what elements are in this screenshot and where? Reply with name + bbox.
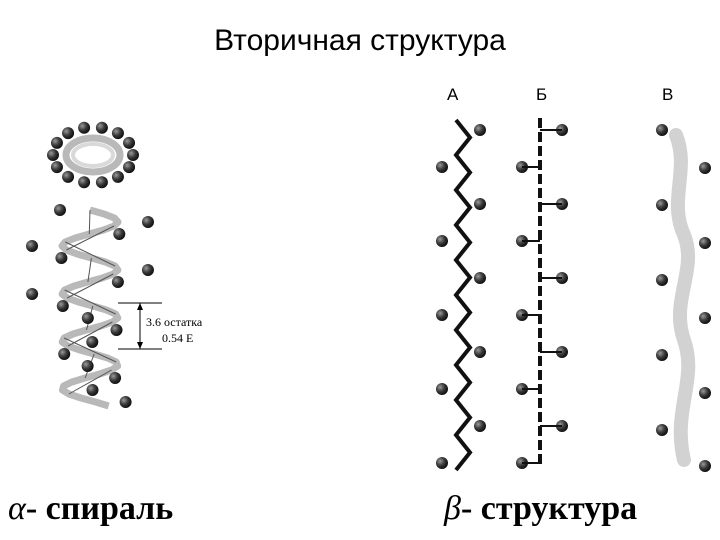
atom: [78, 176, 90, 188]
atom: [436, 235, 448, 247]
atom: [86, 336, 98, 348]
atom: [474, 124, 486, 136]
beta-strand-b: [516, 118, 568, 469]
atom: [123, 161, 135, 173]
strand-a-backbone: [456, 120, 470, 470]
beta-label-text: - структура: [461, 490, 637, 527]
atom: [656, 274, 668, 286]
atom: [112, 171, 124, 183]
column-label-v: В: [662, 85, 673, 105]
atom: [120, 396, 132, 408]
column-label-a: А: [447, 85, 458, 105]
atom: [112, 127, 124, 139]
atom: [699, 162, 711, 174]
atom: [474, 198, 486, 210]
atom: [656, 199, 668, 211]
atom: [113, 228, 125, 240]
atom: [436, 161, 448, 173]
atom: [436, 383, 448, 395]
atom: [699, 387, 711, 399]
atom: [656, 424, 668, 436]
atom: [142, 264, 154, 276]
helix-top-view: [47, 122, 139, 189]
atom: [474, 346, 486, 358]
atom: [47, 149, 59, 161]
beta-strand-v: [656, 124, 711, 472]
atom: [699, 237, 711, 249]
atom: [123, 137, 135, 149]
column-label-b: Б: [536, 85, 547, 105]
atom: [78, 122, 90, 134]
atom: [699, 312, 711, 324]
hydrogen-bond: [89, 210, 90, 234]
atom: [127, 149, 139, 161]
alpha-symbol: α: [8, 490, 26, 527]
atom: [62, 127, 74, 139]
atom: [112, 276, 124, 288]
atom: [86, 384, 98, 396]
atom: [62, 171, 74, 183]
atom: [96, 176, 108, 188]
atom: [26, 288, 38, 300]
atom: [436, 457, 448, 469]
atom: [96, 122, 108, 134]
atom: [142, 216, 154, 228]
atom: [474, 272, 486, 284]
atom: [699, 460, 711, 472]
atom: [57, 300, 69, 312]
atom: [436, 309, 448, 321]
atom: [55, 252, 67, 264]
atom: [54, 204, 66, 216]
measure-pitch: 0.54 E: [162, 330, 193, 347]
atom: [26, 240, 38, 252]
alpha-label: α- спираль: [8, 490, 173, 528]
alpha-label-text: - спираль: [26, 490, 173, 527]
atom: [58, 348, 70, 360]
helix-side-view: [26, 204, 154, 408]
atom: [51, 137, 63, 149]
atom: [656, 124, 668, 136]
atom: [109, 372, 121, 384]
atom: [110, 324, 122, 336]
beta-label: β- структура: [444, 490, 637, 528]
atom: [51, 161, 63, 173]
beta-strand-a: [436, 120, 486, 470]
beta-symbol: β: [444, 490, 461, 527]
atom: [82, 312, 94, 324]
atom: [82, 360, 94, 372]
atom: [656, 349, 668, 361]
measure-residues: 3.6 остатка: [146, 314, 202, 331]
atom: [474, 420, 486, 432]
